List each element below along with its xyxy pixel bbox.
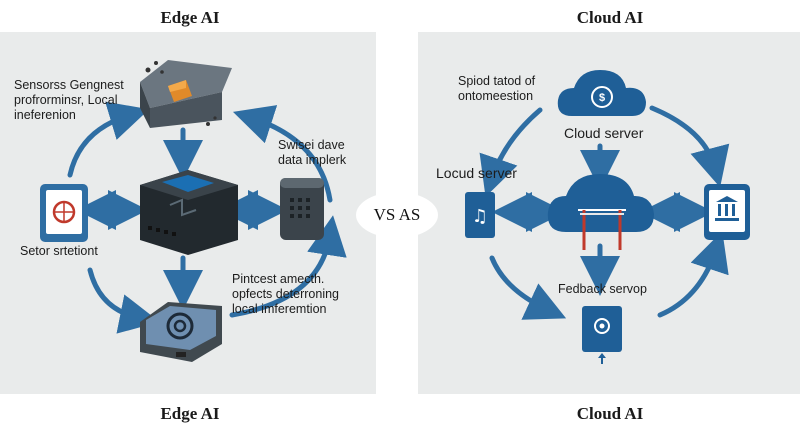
cloud-server-icon <box>547 174 654 250</box>
edge-tablet-label: Setor srtetiont <box>20 244 98 258</box>
cloud-cycle-arrows <box>479 105 730 320</box>
edge-cycle-arrows <box>67 101 347 334</box>
edge-title-bottom: Edge AI <box>160 404 220 423</box>
sensor-device-icon <box>140 60 232 128</box>
music-phone-icon: ♫ <box>465 192 495 238</box>
edge-device-label: Swisei dave data implerk <box>278 138 347 167</box>
bank-tablet-icon <box>704 184 750 240</box>
svg-text:♫: ♫ <box>472 206 488 227</box>
edge-bottom-label: Pintcest amecth. opfects deterroning loc… <box>232 272 340 316</box>
cloud-server-label: Cloud server <box>564 125 644 141</box>
feedback-label: Fedback servop <box>558 282 647 296</box>
local-server-label: Locud server <box>436 165 517 181</box>
cloud-title-bottom: Cloud AI <box>576 404 644 423</box>
feedback-device-icon <box>582 306 622 364</box>
edge-title-top: Edge AI <box>160 8 220 27</box>
vs-badge: VS AS <box>356 192 438 238</box>
edge-processor-icon <box>140 170 238 255</box>
cloud-title-top: Cloud AI <box>576 8 644 27</box>
tablet-icon <box>40 184 88 242</box>
server-box-icon <box>280 178 324 240</box>
cloud-service-icon: $ <box>557 70 646 116</box>
edge-sensors-label: Sensorss Gengnest profrorminsr, Local in… <box>14 78 124 122</box>
edge-node-icon <box>140 302 222 362</box>
svg-text:$: $ <box>599 92 605 104</box>
cloud-top-label: Spiod tatod of ontomeestion <box>458 74 536 103</box>
